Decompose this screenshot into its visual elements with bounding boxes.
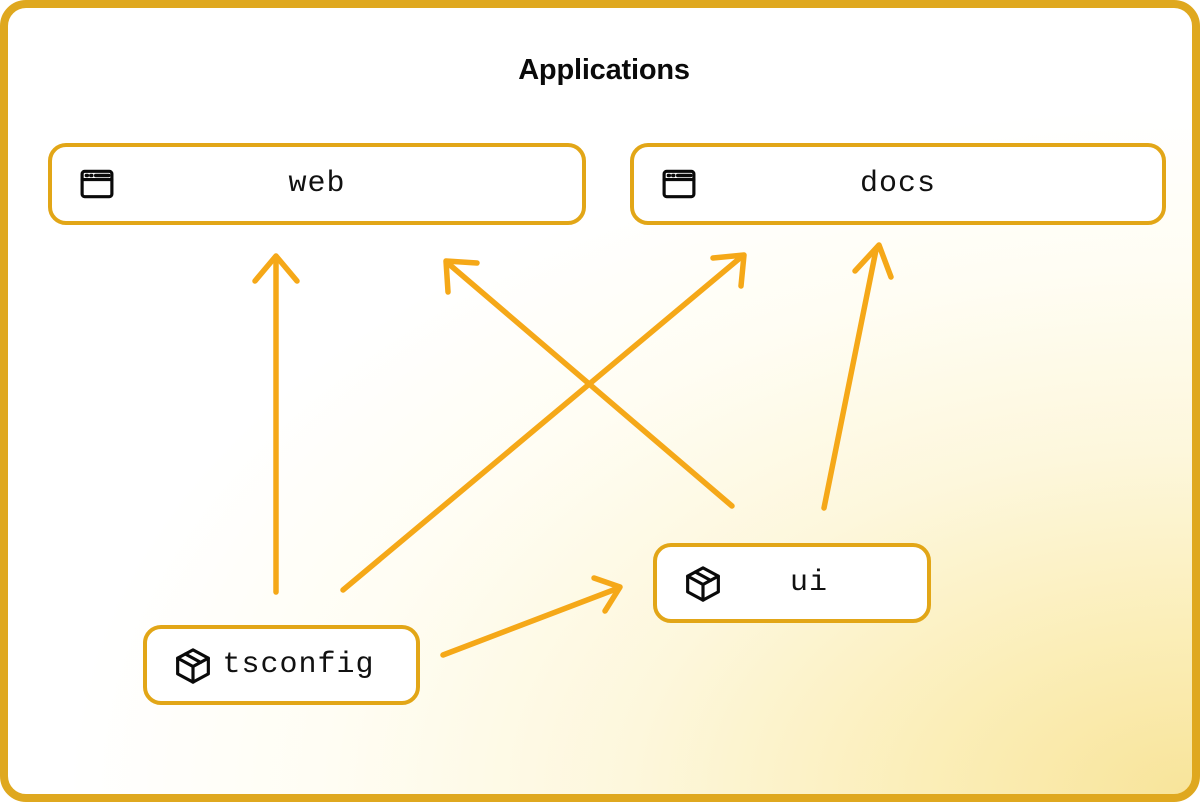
edge-tsconfig-to-ui — [440, 575, 623, 658]
node-web[interactable]: web — [48, 143, 586, 225]
node-label: ui — [789, 566, 828, 600]
node-label: tsconfig — [222, 648, 375, 682]
browser-window-icon — [78, 165, 116, 203]
node-label: docs — [859, 167, 936, 201]
node-docs[interactable]: docs — [630, 143, 1166, 225]
node-label: web — [288, 167, 346, 201]
node-ui[interactable]: ui — [653, 543, 931, 623]
browser-window-icon — [660, 165, 698, 203]
node-tsconfig[interactable]: tsconfig — [143, 625, 420, 705]
edge-ui-to-docs — [821, 242, 894, 511]
package-box-icon — [683, 564, 721, 602]
package-box-icon — [173, 646, 211, 684]
edge-tsconfig-to-docs — [340, 252, 747, 593]
page-title: Applications — [518, 54, 690, 86]
edge-tsconfig-to-web — [252, 253, 300, 595]
